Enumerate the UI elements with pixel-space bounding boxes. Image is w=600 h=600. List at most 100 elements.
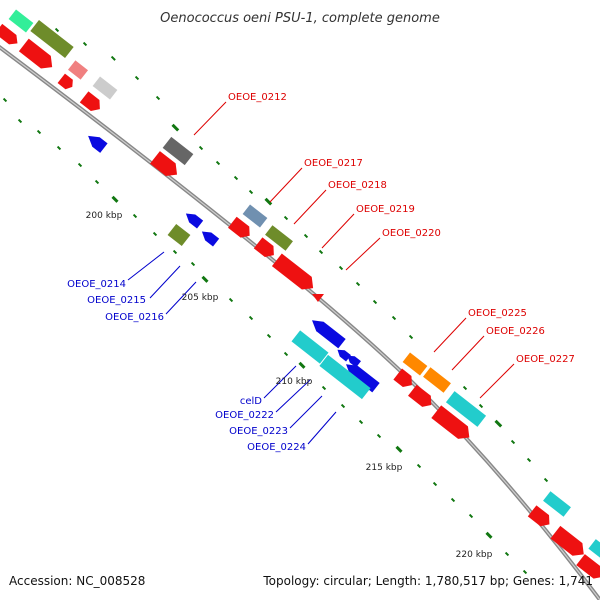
tick-mark (172, 249, 178, 255)
tick-mark (215, 160, 221, 166)
gene-feature[interactable] (335, 347, 351, 362)
kbp-marker: 220 kbp (456, 550, 493, 560)
gene-feature[interactable] (79, 91, 104, 114)
leader-line (263, 365, 297, 399)
gene-label[interactable]: OEOE_0215 (87, 295, 146, 306)
gene-feature[interactable] (423, 367, 451, 393)
gene-feature[interactable] (8, 9, 34, 33)
tick-mark (171, 123, 180, 132)
tick-mark (522, 569, 528, 575)
gene-features (0, 9, 600, 582)
tick-mark (450, 497, 456, 503)
gene-label[interactable]: OEOE_0227 (516, 354, 575, 365)
gene-feature[interactable] (345, 353, 361, 368)
gene-feature[interactable] (588, 539, 600, 561)
tick-marks (2, 27, 549, 575)
tick-mark (152, 231, 158, 237)
gene-feature[interactable] (18, 38, 57, 74)
leader-line (149, 265, 181, 299)
tick-mark (155, 95, 161, 101)
gene-feature[interactable] (445, 391, 487, 427)
gene-feature[interactable] (183, 210, 204, 229)
gene-feature[interactable] (92, 76, 118, 100)
gene-feature[interactable] (199, 228, 220, 247)
tick-mark (321, 385, 327, 391)
gene-feature[interactable] (431, 405, 474, 443)
gene-feature[interactable] (308, 316, 346, 349)
gene-feature[interactable] (271, 253, 318, 295)
tick-mark (543, 477, 549, 483)
gene-feature[interactable] (167, 223, 191, 247)
gene-feature[interactable] (576, 554, 600, 582)
tick-mark (504, 551, 510, 557)
tick-mark (283, 215, 289, 221)
tick-mark (201, 275, 209, 283)
gene-feature[interactable] (527, 505, 554, 530)
kbp-marker: 215 kbp (366, 463, 403, 473)
tick-mark (468, 513, 474, 519)
gene-feature[interactable] (319, 354, 371, 400)
tick-mark (134, 75, 140, 81)
gene-feature[interactable] (68, 60, 88, 80)
gene-label[interactable]: OEOE_0214 (67, 279, 126, 290)
tick-mark (526, 457, 532, 463)
tick-mark (233, 175, 239, 181)
gene-label[interactable]: OEOE_0226 (486, 326, 545, 337)
leader-line (275, 379, 311, 413)
gene-label[interactable]: OEOE_0217 (304, 158, 363, 169)
tick-mark (510, 439, 516, 445)
tick-mark (228, 297, 234, 303)
tick-mark (358, 419, 364, 425)
gene-label[interactable]: OEOE_0223 (229, 426, 288, 437)
gene-label[interactable]: OEOE_0222 (215, 410, 274, 421)
gene-feature[interactable] (0, 23, 21, 48)
tick-mark (198, 145, 204, 151)
gene-feature[interactable] (162, 136, 194, 166)
genome-backbone-highlight (0, 46, 600, 600)
gene-label[interactable]: OEOE_0219 (356, 204, 415, 215)
leader-lines (127, 101, 515, 445)
tick-mark (391, 315, 397, 321)
gene-label[interactable]: OEOE_0218 (328, 180, 387, 191)
tick-mark (303, 233, 309, 239)
gene-feature[interactable] (265, 225, 293, 251)
tick-mark (298, 361, 306, 369)
gene-feature[interactable] (30, 19, 74, 59)
gene-feature[interactable] (84, 131, 108, 153)
gene-label[interactable]: OEOE_0212 (228, 92, 287, 103)
leader-line (321, 213, 355, 249)
tick-mark (190, 261, 196, 267)
gene-label[interactable]: OEOE_0225 (468, 308, 527, 319)
map-title: Oenococcus oeni PSU-1, complete genome (160, 11, 440, 26)
gene-feature[interactable] (150, 151, 182, 181)
gene-feature[interactable] (402, 352, 428, 376)
gene-label[interactable]: OEOE_0224 (247, 442, 306, 453)
leader-line (307, 411, 337, 445)
tick-mark (372, 299, 378, 305)
gene-feature[interactable] (312, 294, 324, 302)
gene-feature[interactable] (543, 491, 571, 517)
tick-mark (376, 433, 382, 439)
tick-mark (248, 315, 254, 321)
gene-feature[interactable] (291, 330, 329, 364)
gene-feature[interactable] (253, 237, 278, 260)
tick-mark (462, 385, 468, 391)
gene-feature[interactable] (242, 204, 268, 228)
tick-mark (408, 334, 414, 340)
leader-line (345, 237, 381, 271)
kbp-marker: 200 kbp (86, 211, 123, 221)
tick-mark (340, 403, 346, 409)
gene-labels: OEOE_0212 OEOE_0217 OEOE_0218 OEOE_0219 … (67, 92, 575, 453)
gene-feature[interactable] (550, 525, 588, 561)
gene-feature[interactable] (342, 360, 380, 393)
gene-label[interactable]: OEOE_0216 (105, 312, 164, 323)
gene-feature[interactable] (393, 368, 416, 391)
gene-label[interactable]: OEOE_0220 (382, 228, 441, 239)
tick-mark (110, 55, 116, 61)
leader-line (293, 189, 327, 225)
gene-feature[interactable] (228, 216, 254, 242)
leader-line (451, 335, 485, 371)
gene-label[interactable]: celD (240, 396, 262, 407)
gene-feature[interactable] (408, 384, 436, 411)
gene-feature[interactable] (57, 73, 76, 92)
